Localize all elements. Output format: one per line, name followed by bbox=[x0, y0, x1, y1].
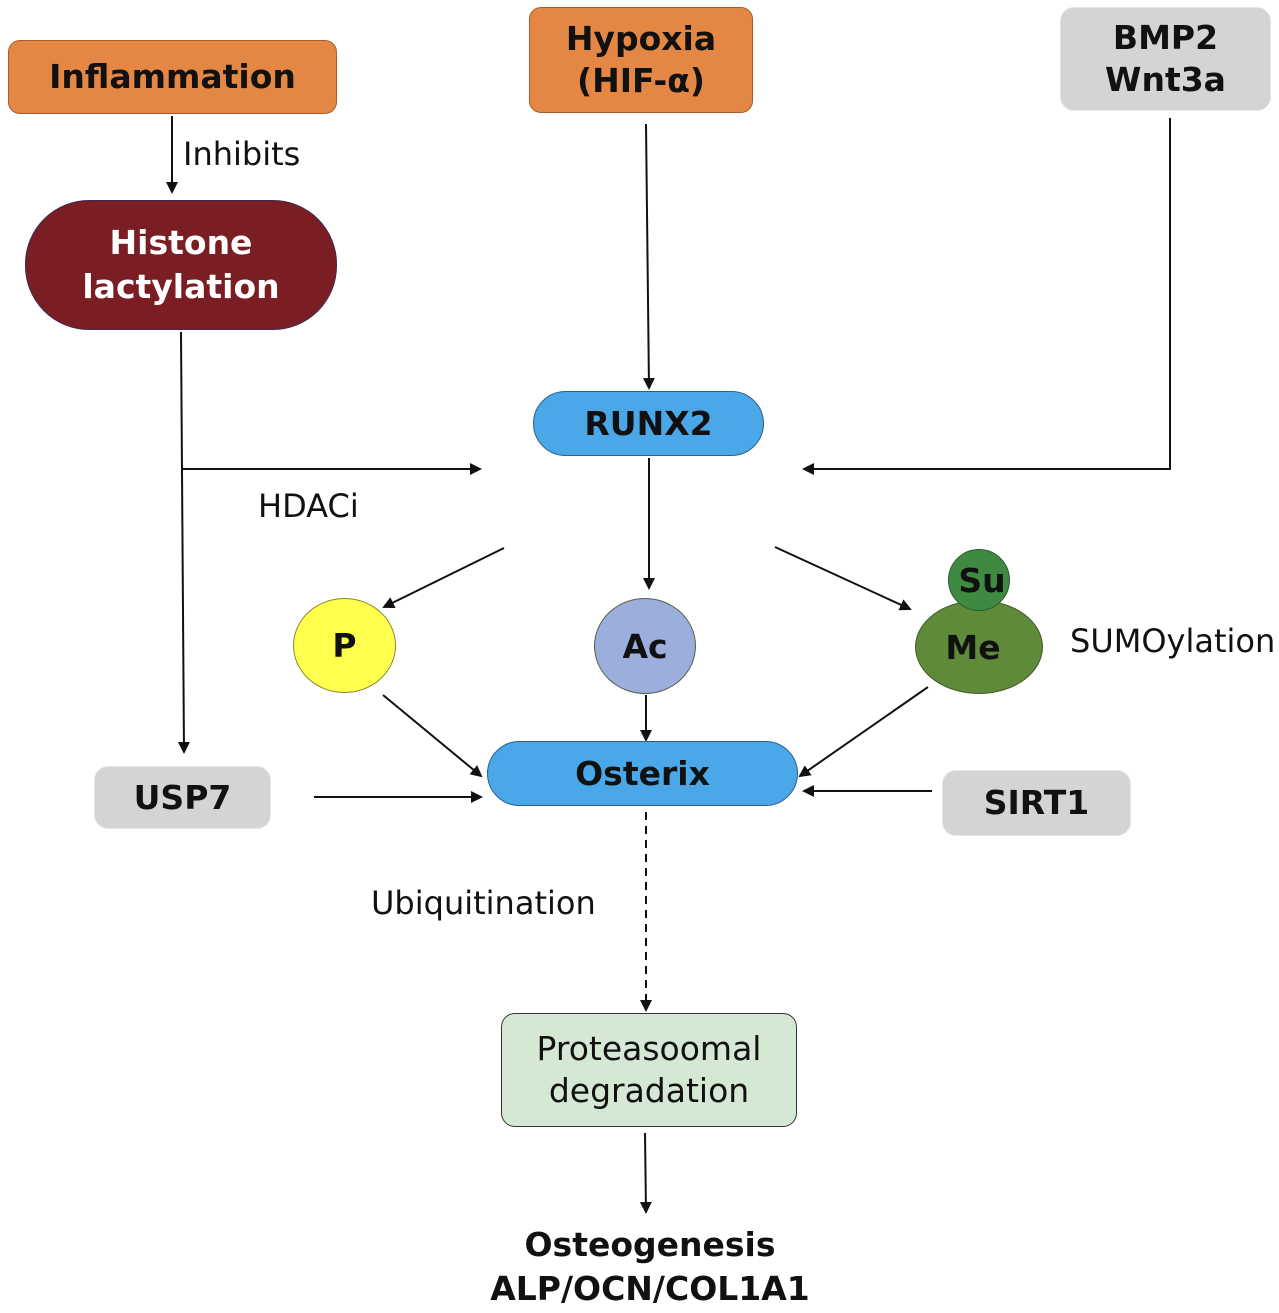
runx2-node: RUNX2 bbox=[533, 391, 764, 456]
osteogenesis-label: Osteogenesis bbox=[524, 1225, 776, 1264]
sirt1-label: SIRT1 bbox=[983, 783, 1090, 822]
arrow-p-osterix bbox=[382, 694, 483, 778]
hypoxia-label: Hypoxia bbox=[565, 19, 717, 58]
usp7-node: USP7 bbox=[94, 766, 271, 829]
arrow-runx2-me bbox=[774, 546, 912, 611]
arrow-histone-usp7 bbox=[177, 331, 190, 754]
ubiquitination-label: Ubiquitination bbox=[371, 884, 596, 922]
methyl-label: Me bbox=[945, 627, 1001, 667]
markers-label: ALP/OCN/COL1A1 bbox=[490, 1269, 810, 1308]
wnt3a-label: Wnt3a bbox=[1105, 60, 1226, 99]
sumo-label: Su bbox=[958, 560, 1006, 600]
osterix-label: Osterix bbox=[575, 754, 710, 793]
inflammation-label: Inflammation bbox=[49, 57, 296, 96]
histone-lactylation-node: Histone lactylation bbox=[25, 200, 337, 330]
osteogenesis-outcome: Osteogenesis ALP/OCN/COL1A1 bbox=[440, 1222, 860, 1312]
arrow-runx2-p bbox=[382, 547, 505, 608]
usp7-label: USP7 bbox=[133, 777, 232, 817]
arrow-me-osterix bbox=[798, 686, 929, 778]
hypoxia-node: Hypoxia (HIF-α) bbox=[529, 7, 753, 113]
hif-alpha-label: (HIF-α) bbox=[577, 61, 705, 100]
phosphorylation-circle: P bbox=[293, 598, 396, 693]
proteasoomal-label: Proteasoomal bbox=[536, 1029, 762, 1068]
acetyl-label: Ac bbox=[622, 626, 668, 666]
osterix-node: Osterix bbox=[487, 741, 798, 806]
arrow-hypoxia-runx2 bbox=[642, 123, 655, 390]
proteasomal-degradation-node: Proteasoomal degradation bbox=[501, 1013, 797, 1127]
phospho-label: P bbox=[332, 626, 357, 665]
histone-label: Histone bbox=[109, 223, 253, 262]
lactylation-label: lactylation bbox=[82, 267, 280, 306]
arrow-proteasome-osteogenesis bbox=[639, 1132, 652, 1214]
sumo-circle: Su bbox=[948, 549, 1010, 611]
arrow-bmp-runx2 bbox=[802, 118, 1171, 475]
inflammation-node: Inflammation bbox=[8, 40, 337, 114]
runx2-label: RUNX2 bbox=[584, 404, 713, 443]
degradation-label: degradation bbox=[548, 1071, 750, 1110]
sirt1-node: SIRT1 bbox=[942, 770, 1131, 836]
methylation-circle: Me bbox=[915, 600, 1043, 694]
sumoylation-label: SUMOylation bbox=[1070, 622, 1276, 660]
acetylation-circle: Ac bbox=[594, 598, 696, 694]
bmp2-wnt3a-node: BMP2 Wnt3a bbox=[1060, 7, 1271, 111]
inhibits-label: Inhibits bbox=[183, 135, 301, 173]
hdaci-label: HDACi bbox=[258, 487, 359, 525]
bmp2-label: BMP2 bbox=[1112, 18, 1219, 57]
